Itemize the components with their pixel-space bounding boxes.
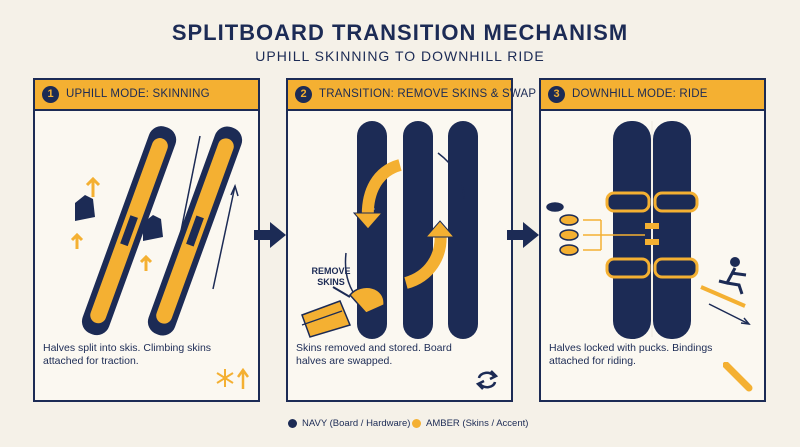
legend-item-navy: NAVY (Board / Hardware) (288, 418, 410, 429)
snowflake-icon (216, 369, 234, 387)
legend-swatch (288, 418, 297, 428)
panel-header: 1 UPHILL MODE: SKINNING (35, 80, 258, 111)
page-title: SPLITBOARD TRANSITION MECHANISM (171, 20, 629, 45)
downhill-board-illustration (546, 121, 751, 339)
step-number: 2 (295, 86, 312, 103)
panel-title: TRANSITION: REMOVE SKINS & SWAP (319, 88, 537, 100)
transition-illustration (301, 121, 478, 339)
legend-label: AMBER (Skins / Accent) (426, 418, 529, 429)
panel-description: Halves locked with pucks. Bindings attac… (549, 342, 713, 367)
panel-description: Skins removed and stored. Board halves a… (296, 342, 452, 367)
panel-uphill: 1 UPHILL MODE: SKINNING Halves split int… (33, 78, 260, 402)
swap-cycle-icon (475, 370, 499, 390)
panel-header: 2 TRANSITION: REMOVE SKINS & SWAP (288, 80, 536, 111)
up-arrow-icon (237, 368, 249, 389)
panel-title: UPHILL MODE: SKINNING (66, 88, 210, 100)
snowboard-icon (723, 362, 753, 392)
uphill-skis-illustration (70, 126, 243, 336)
remove-skins-callout: REMOVE SKINS (311, 266, 351, 287)
flow-arrow-2-3 (507, 222, 539, 248)
legend-item-amber: AMBER (Skins / Accent) (412, 418, 528, 429)
step-number: 3 (548, 86, 565, 103)
panel-description: Halves split into skis. Climbing skins a… (43, 342, 212, 367)
step-number: 1 (42, 86, 59, 103)
panel-downhill: 3 DOWNHILL MODE: RIDE Halves locked with… (539, 78, 766, 402)
panel-transition: 2 TRANSITION: REMOVE SKINS & SWAP REMOVE… (286, 78, 536, 402)
legend-label: NAVY (Board / Hardware) (302, 418, 411, 429)
panel-title: DOWNHILL MODE: RIDE (572, 88, 708, 100)
legend-swatch (412, 418, 421, 428)
panel-header: 3 DOWNHILL MODE: RIDE (541, 80, 764, 111)
flow-arrow-1-2 (254, 222, 286, 248)
page-subtitle: UPHILL SKINNING TO DOWNHILL RIDE (255, 48, 545, 64)
